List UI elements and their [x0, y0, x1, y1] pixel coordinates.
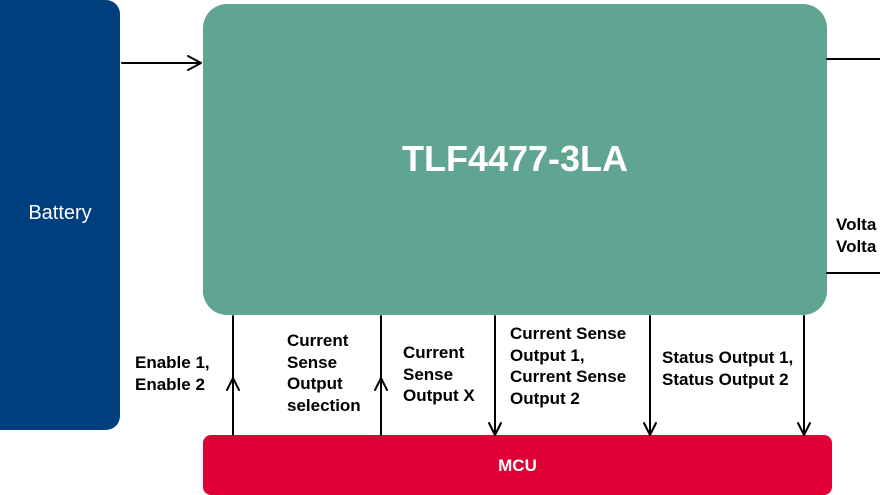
battery-label: Battery: [28, 202, 92, 224]
ic-label: TLF4477-3LA: [401, 138, 629, 179]
cs-output-x-label: Current Sense Output X: [403, 343, 475, 405]
status-output-label: Status Output 1, Status Output 2: [662, 348, 794, 389]
cs-selection-arrowhead: [374, 377, 388, 391]
right-output-label: Volta Volta: [836, 215, 877, 256]
battery-block: [0, 0, 120, 430]
enable-label: Enable 1, Enable 2: [135, 353, 210, 394]
battery-to-ic-arrowhead: [187, 55, 202, 71]
ic-block: [203, 4, 827, 315]
cs-output-12-arrowhead: [643, 422, 657, 436]
cs-output-12-label: Current Sense Output 1, Current Sense Ou…: [510, 324, 627, 408]
status-output-arrowhead: [797, 422, 811, 436]
cs-selection-label: Current Sense Output selection: [287, 331, 361, 415]
mcu-block: [203, 435, 832, 495]
cs-output-x-arrowhead: [488, 422, 502, 436]
mcu-label: MCU: [498, 456, 537, 475]
enable-arrowhead: [226, 377, 240, 391]
